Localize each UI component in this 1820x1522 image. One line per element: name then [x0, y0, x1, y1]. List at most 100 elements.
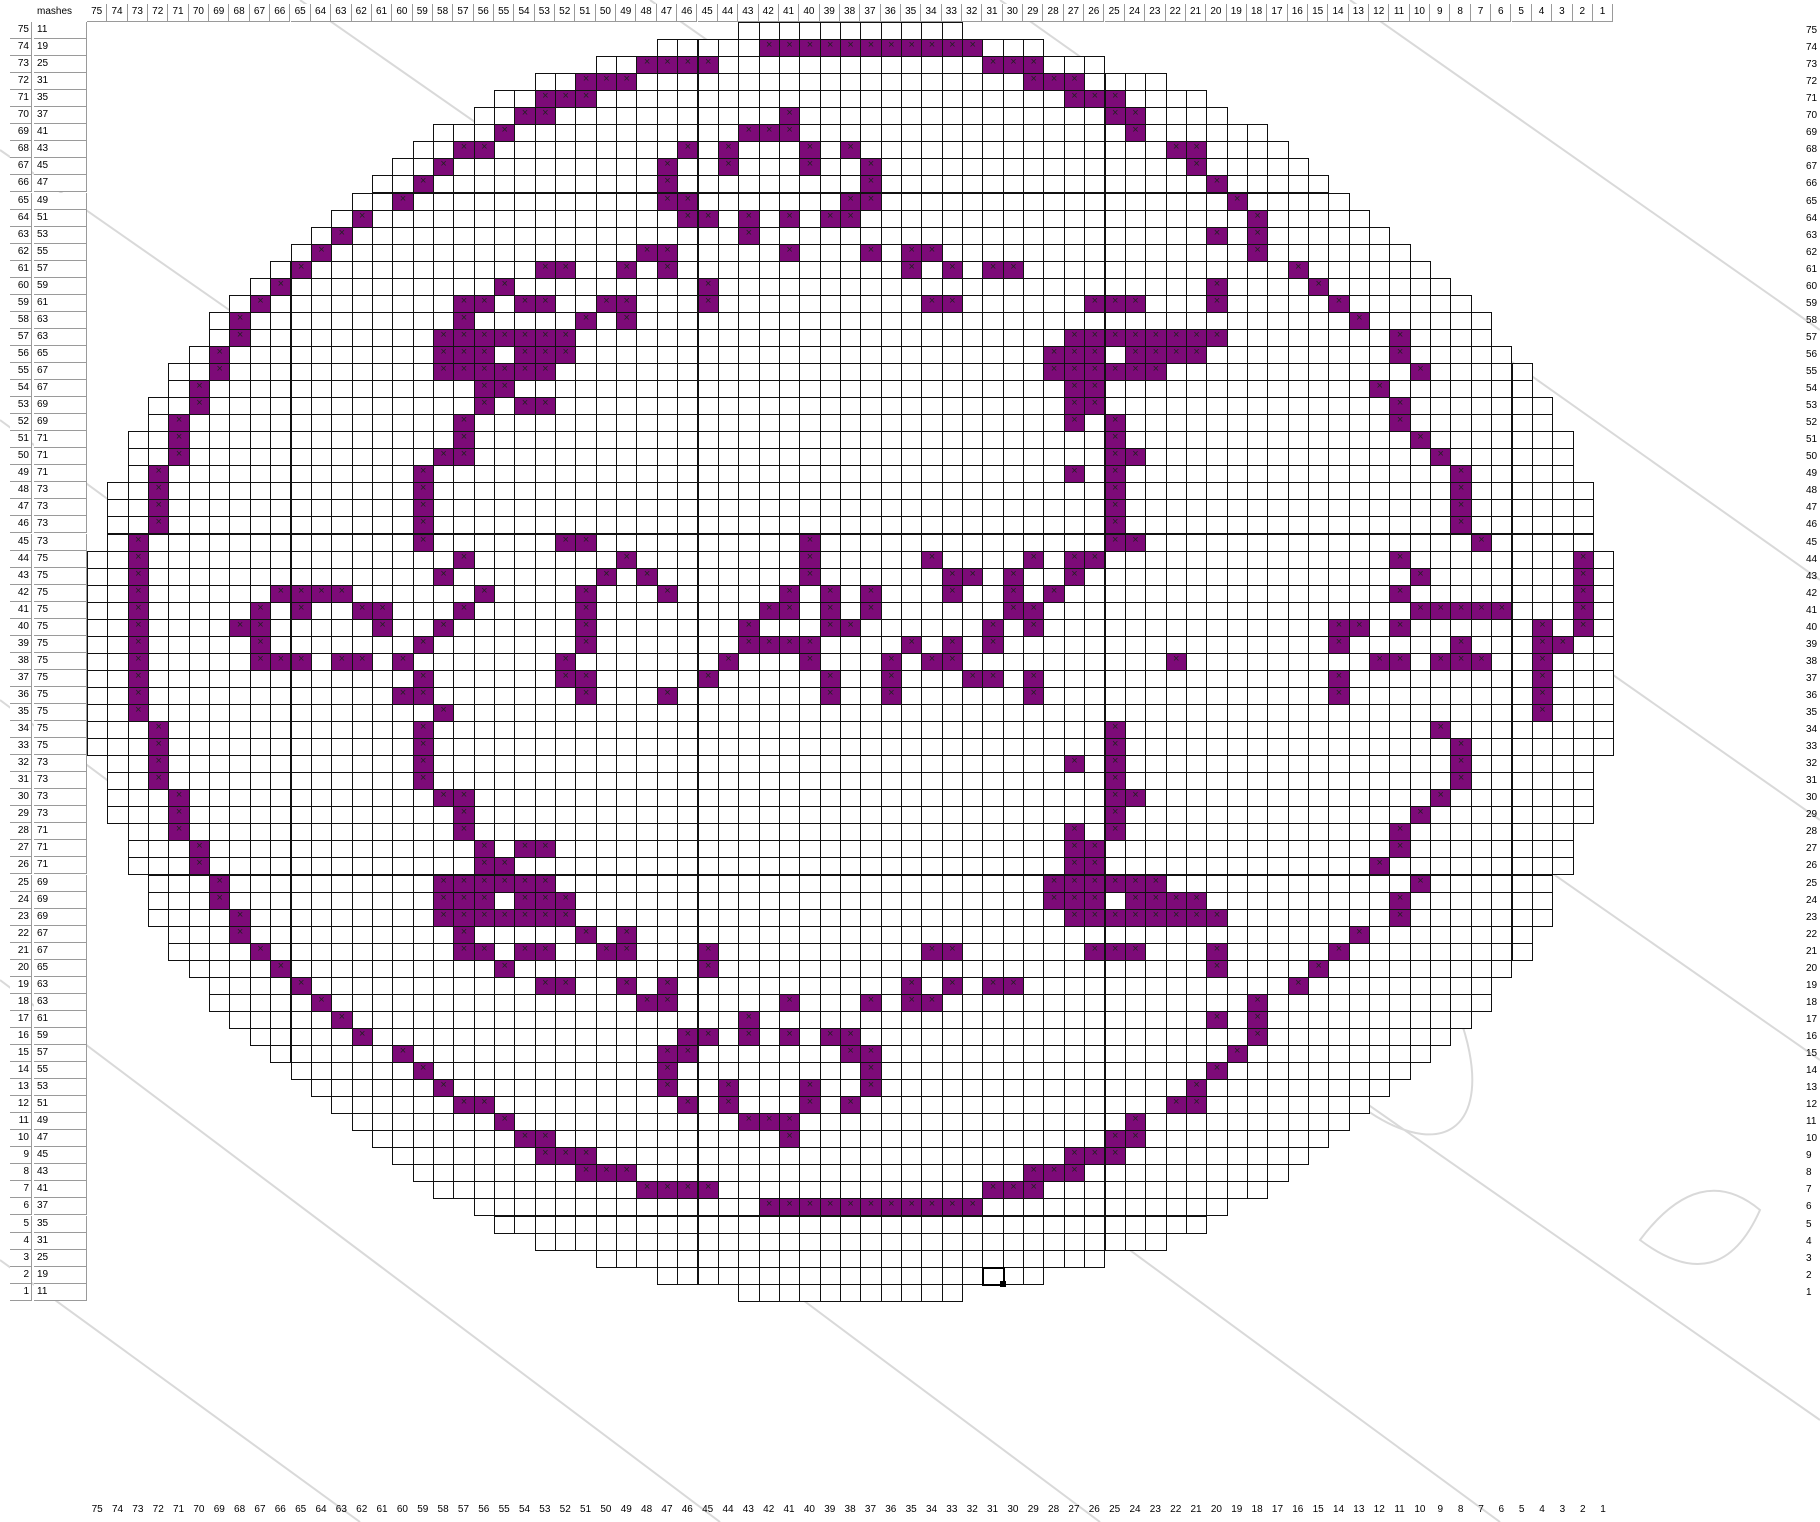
open-mesh-cell[interactable] — [1227, 926, 1248, 944]
open-mesh-cell[interactable] — [820, 261, 841, 279]
open-mesh-cell[interactable] — [1430, 772, 1451, 790]
open-mesh-cell[interactable] — [860, 465, 881, 483]
open-mesh-cell[interactable] — [921, 738, 942, 756]
open-mesh-cell[interactable] — [270, 431, 291, 449]
open-mesh-cell[interactable] — [616, 141, 637, 159]
open-mesh-cell[interactable] — [413, 943, 434, 961]
open-mesh-cell[interactable] — [1247, 175, 1268, 193]
open-mesh-cell[interactable] — [229, 585, 250, 603]
open-mesh-cell[interactable] — [860, 295, 881, 313]
open-mesh-cell[interactable] — [575, 448, 596, 466]
open-mesh-cell[interactable] — [982, 465, 1003, 483]
open-mesh-cell[interactable] — [718, 516, 739, 534]
open-mesh-cell[interactable] — [372, 1062, 393, 1080]
open-mesh-cell[interactable] — [616, 534, 637, 552]
open-mesh-cell[interactable] — [474, 738, 495, 756]
open-mesh-cell[interactable] — [616, 568, 637, 586]
open-mesh-cell[interactable] — [616, 1198, 637, 1216]
fill-handle[interactable] — [1000, 1281, 1006, 1287]
open-mesh-cell[interactable] — [657, 568, 678, 586]
open-mesh-cell[interactable] — [250, 516, 271, 534]
filled-stitch-cell[interactable] — [1125, 295, 1146, 313]
open-mesh-cell[interactable] — [1512, 857, 1533, 875]
open-mesh-cell[interactable] — [1043, 1011, 1064, 1029]
open-mesh-cell[interactable] — [494, 1011, 515, 1029]
open-mesh-cell[interactable] — [148, 840, 169, 858]
open-mesh-cell[interactable] — [799, 960, 820, 978]
open-mesh-cell[interactable] — [453, 857, 474, 875]
open-mesh-cell[interactable] — [901, 73, 922, 91]
open-mesh-cell[interactable] — [1471, 363, 1492, 381]
open-mesh-cell[interactable] — [535, 1164, 556, 1182]
open-mesh-cell[interactable] — [1023, 534, 1044, 552]
open-mesh-cell[interactable] — [779, 278, 800, 296]
open-mesh-cell[interactable] — [840, 90, 861, 108]
open-mesh-cell[interactable] — [596, 892, 617, 910]
open-mesh-cell[interactable] — [87, 602, 108, 620]
open-mesh-cell[interactable] — [1043, 789, 1064, 807]
open-mesh-cell[interactable] — [840, 465, 861, 483]
open-mesh-cell[interactable] — [1349, 516, 1370, 534]
open-mesh-cell[interactable] — [291, 397, 312, 415]
open-mesh-cell[interactable] — [962, 1250, 983, 1268]
open-mesh-cell[interactable] — [1206, 806, 1227, 824]
open-mesh-cell[interactable] — [901, 1181, 922, 1199]
open-mesh-cell[interactable] — [474, 227, 495, 245]
open-mesh-cell[interactable] — [962, 56, 983, 74]
open-mesh-cell[interactable] — [413, 193, 434, 211]
filled-stitch-cell[interactable] — [433, 704, 454, 722]
open-mesh-cell[interactable] — [1430, 943, 1451, 961]
open-mesh-cell[interactable] — [1003, 755, 1024, 773]
open-mesh-cell[interactable] — [494, 482, 515, 500]
open-mesh-cell[interactable] — [942, 210, 963, 228]
open-mesh-cell[interactable] — [1166, 585, 1187, 603]
open-mesh-cell[interactable] — [413, 1079, 434, 1097]
open-mesh-cell[interactable] — [1349, 295, 1370, 313]
open-mesh-cell[interactable] — [616, 158, 637, 176]
open-mesh-cell[interactable] — [229, 636, 250, 654]
open-mesh-cell[interactable] — [311, 312, 332, 330]
row-header[interactable]: 67 — [10, 158, 32, 175]
open-mesh-cell[interactable] — [535, 772, 556, 790]
open-mesh-cell[interactable] — [1491, 380, 1512, 398]
open-mesh-cell[interactable] — [352, 1045, 373, 1063]
open-mesh-cell[interactable] — [1125, 1147, 1146, 1165]
open-mesh-cell[interactable] — [860, 943, 881, 961]
open-mesh-cell[interactable] — [1084, 124, 1105, 142]
open-mesh-cell[interactable] — [881, 806, 902, 824]
open-mesh-cell[interactable] — [1003, 670, 1024, 688]
open-mesh-cell[interactable] — [860, 278, 881, 296]
open-mesh-cell[interactable] — [1430, 295, 1451, 313]
open-mesh-cell[interactable] — [1491, 551, 1512, 569]
open-mesh-cell[interactable] — [779, 840, 800, 858]
open-mesh-cell[interactable] — [555, 414, 576, 432]
open-mesh-cell[interactable] — [759, 551, 780, 569]
filled-stitch-cell[interactable] — [433, 329, 454, 347]
column-header[interactable]: 63 — [331, 4, 351, 22]
open-mesh-cell[interactable] — [820, 1079, 841, 1097]
open-mesh-cell[interactable] — [514, 926, 535, 944]
open-mesh-cell[interactable] — [1410, 960, 1431, 978]
open-mesh-cell[interactable] — [1003, 1164, 1024, 1182]
open-mesh-cell[interactable] — [1247, 977, 1268, 995]
open-mesh-cell[interactable] — [1267, 227, 1288, 245]
open-mesh-cell[interactable] — [1430, 534, 1451, 552]
open-mesh-cell[interactable] — [453, 1181, 474, 1199]
open-mesh-cell[interactable] — [1450, 926, 1471, 944]
open-mesh-cell[interactable] — [1206, 141, 1227, 159]
open-mesh-cell[interactable] — [962, 124, 983, 142]
open-mesh-cell[interactable] — [1227, 823, 1248, 841]
filled-stitch-cell[interactable] — [514, 329, 535, 347]
open-mesh-cell[interactable] — [677, 1130, 698, 1148]
open-mesh-cell[interactable] — [1450, 806, 1471, 824]
open-mesh-cell[interactable] — [1247, 312, 1268, 330]
open-mesh-cell[interactable] — [1227, 875, 1248, 893]
open-mesh-cell[interactable] — [87, 653, 108, 671]
open-mesh-cell[interactable] — [779, 448, 800, 466]
open-mesh-cell[interactable] — [291, 909, 312, 927]
open-mesh-cell[interactable] — [860, 875, 881, 893]
open-mesh-cell[interactable] — [1105, 1062, 1126, 1080]
open-mesh-cell[interactable] — [229, 704, 250, 722]
filled-stitch-cell[interactable] — [494, 278, 515, 296]
open-mesh-cell[interactable] — [799, 823, 820, 841]
